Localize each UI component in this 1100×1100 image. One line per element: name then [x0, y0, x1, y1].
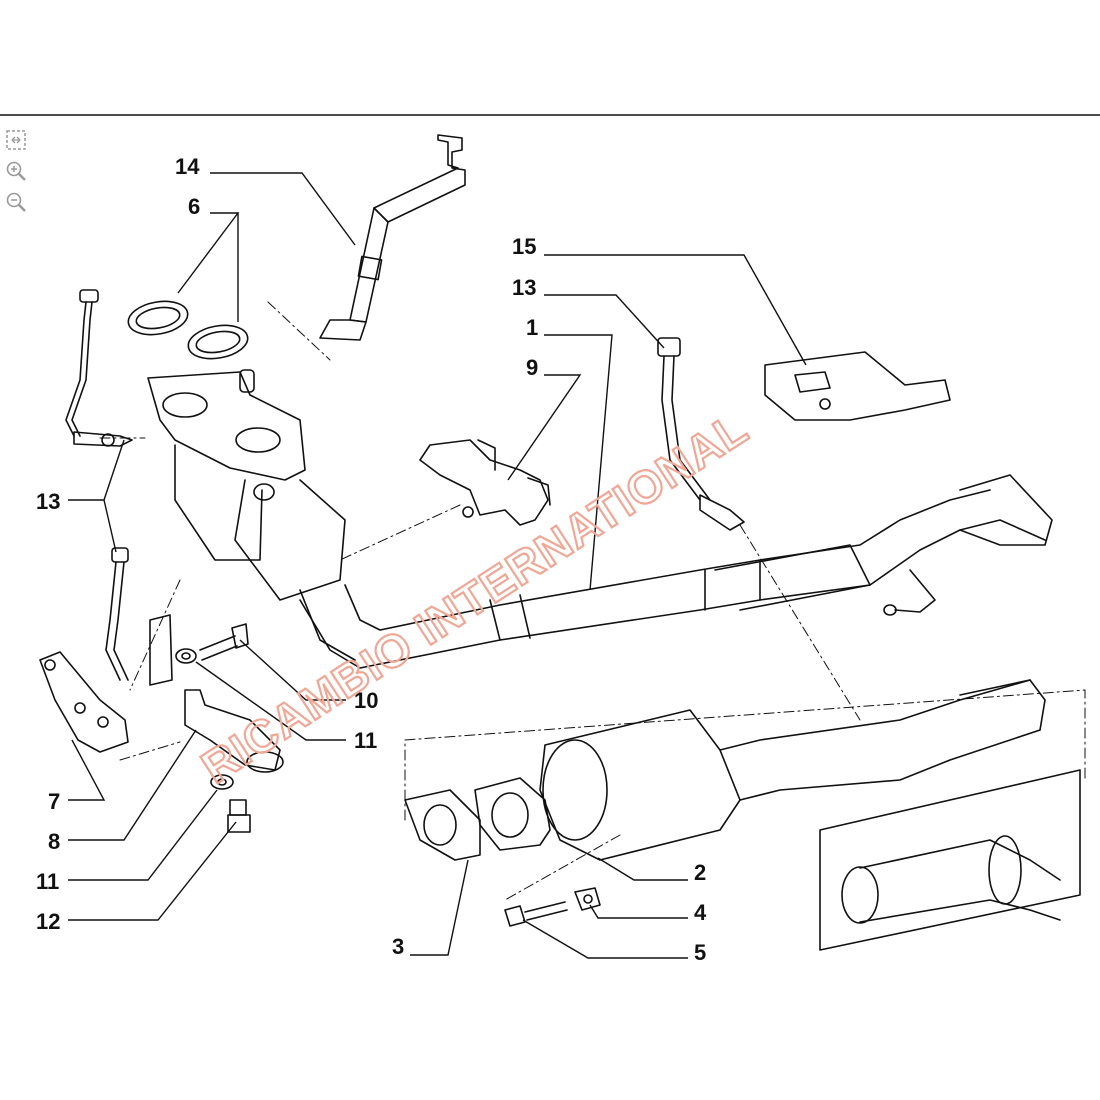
- viewer-toolbar: [4, 128, 32, 221]
- callout-15: 15: [512, 234, 536, 259]
- callout-3: 3: [392, 934, 404, 959]
- zoom-out-icon[interactable]: [4, 190, 28, 214]
- lambda-sensor-lower-part: [105, 547, 173, 686]
- flange-nut-part: [574, 887, 601, 911]
- lambda-sensor-rear-part: [657, 337, 745, 531]
- zoom-in-icon[interactable]: [4, 159, 28, 183]
- callout-14: 14: [175, 154, 200, 179]
- lambda-sensor-upper-part: [65, 289, 133, 447]
- pipe-sleeve-detail: [819, 769, 1081, 951]
- heat-shield-part: [764, 351, 951, 421]
- callout-9: 9: [526, 355, 538, 380]
- callout-7: 7: [48, 789, 60, 814]
- manifold-gasket-part: [127, 300, 249, 360]
- flange-gasket-part: [404, 789, 481, 861]
- support-bracket-part: [319, 134, 466, 341]
- washer-part: [175, 648, 234, 790]
- callout-6: 6: [188, 194, 200, 219]
- callout-13-right: 13: [512, 275, 536, 300]
- callout-13-upper: 13: [36, 489, 60, 514]
- alignment-lines: [99, 301, 1086, 901]
- callout-5: 5: [694, 940, 706, 965]
- exhaust-manifold-catalyst-part: [147, 369, 356, 661]
- fit-to-window-icon[interactable]: [4, 128, 28, 152]
- manifold-bracket-part: [39, 651, 129, 753]
- callout-12: 12: [36, 909, 60, 934]
- heat-shield-clamp-part: [184, 689, 284, 773]
- bolt-part: [199, 623, 251, 833]
- callout-10: 10: [354, 688, 378, 713]
- callout-leaders: [68, 172, 807, 959]
- callout-1: 1: [526, 315, 538, 340]
- callout-8: 8: [48, 829, 60, 854]
- rubber-hanger-part: [419, 439, 551, 526]
- callout-4: 4: [694, 900, 707, 925]
- flange-bolt-part: [504, 901, 568, 927]
- callout-2: 2: [694, 860, 706, 885]
- rear-catalytic-converter-part: [474, 679, 1046, 861]
- callout-11-left: 11: [36, 869, 59, 894]
- front-exhaust-pipe-part: [299, 474, 1053, 669]
- callout-11-right: 11: [354, 728, 377, 753]
